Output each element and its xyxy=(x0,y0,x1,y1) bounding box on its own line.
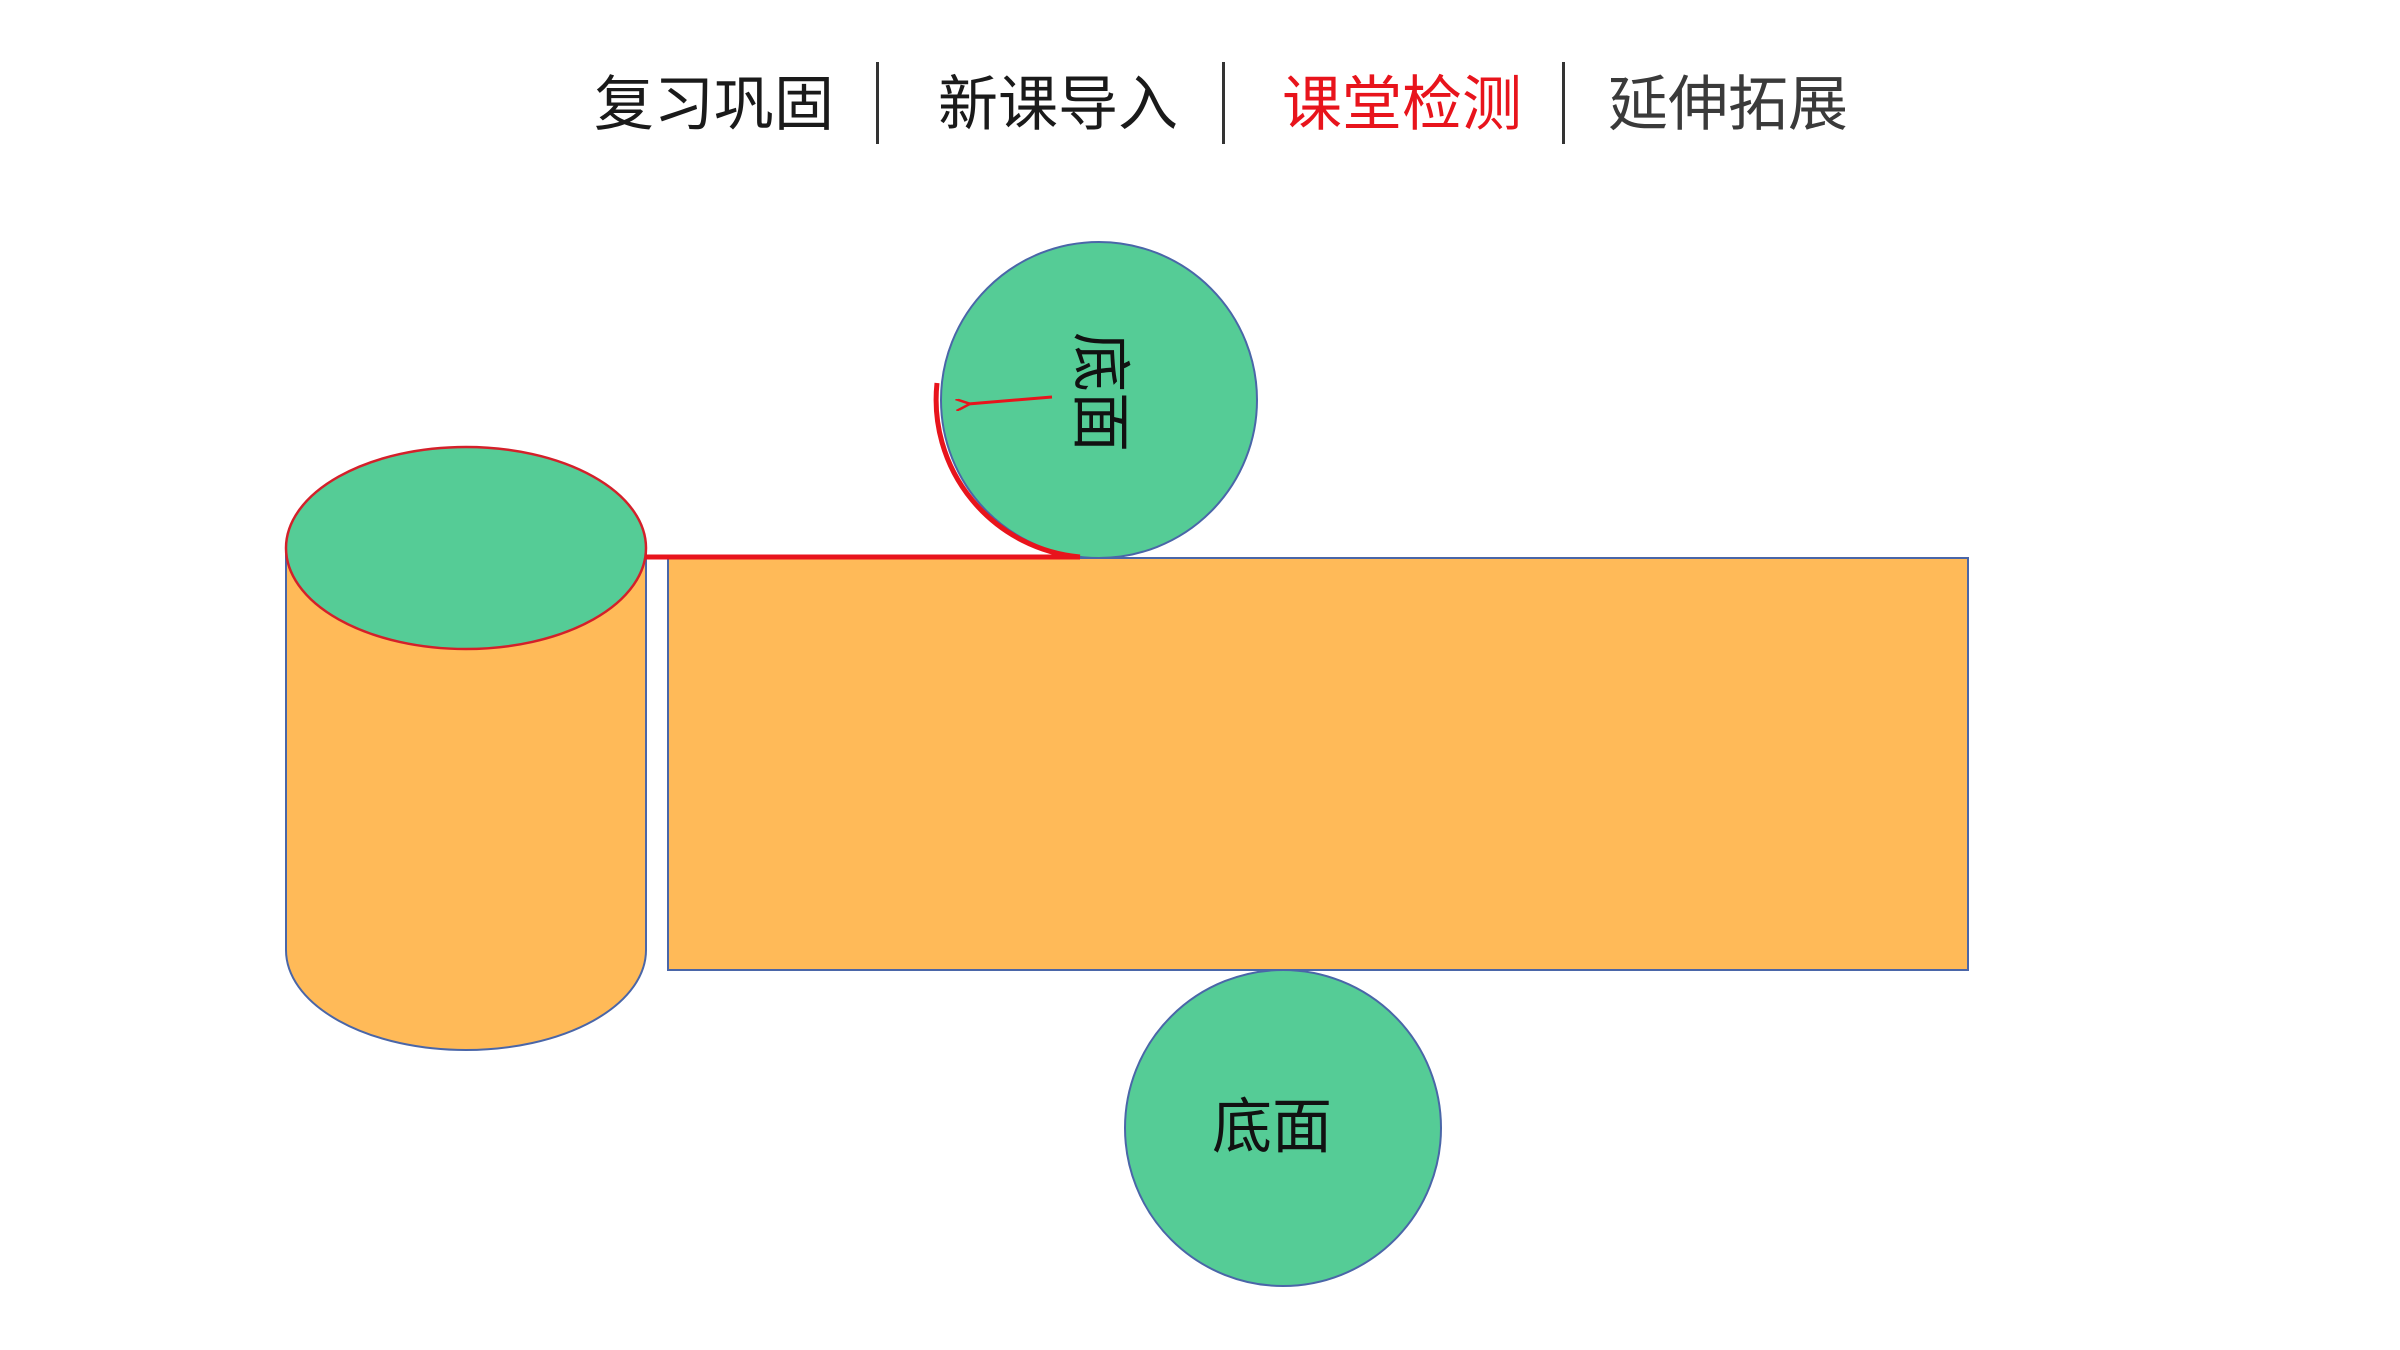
nav-item-review[interactable]: 复习巩固 xyxy=(594,70,834,140)
nav-item-extension[interactable]: 延伸拓展 xyxy=(1608,70,1848,140)
top-base-circle xyxy=(940,241,1258,559)
nav-item-new-lesson[interactable]: 新课导入 xyxy=(938,70,1178,140)
red-arrow xyxy=(968,395,1053,404)
red-arc-highlight xyxy=(933,382,1081,560)
lateral-surface-rectangle xyxy=(667,557,1969,971)
bottom-base-circle xyxy=(1124,969,1442,1287)
nav-divider xyxy=(1222,62,1225,144)
nav-divider xyxy=(1562,62,1565,144)
nav-divider xyxy=(876,62,879,144)
bottom-base-label: 底面 xyxy=(1212,1093,1332,1163)
cylinder-body xyxy=(285,547,647,1051)
top-navigation: 复习巩固 新课导入 课堂检测 延伸拓展 xyxy=(0,0,2400,160)
nav-item-classroom-test[interactable]: 课堂检测 xyxy=(1282,70,1522,140)
cylinder-top-face xyxy=(284,445,648,651)
top-base-label: 底面 xyxy=(1064,332,1134,452)
